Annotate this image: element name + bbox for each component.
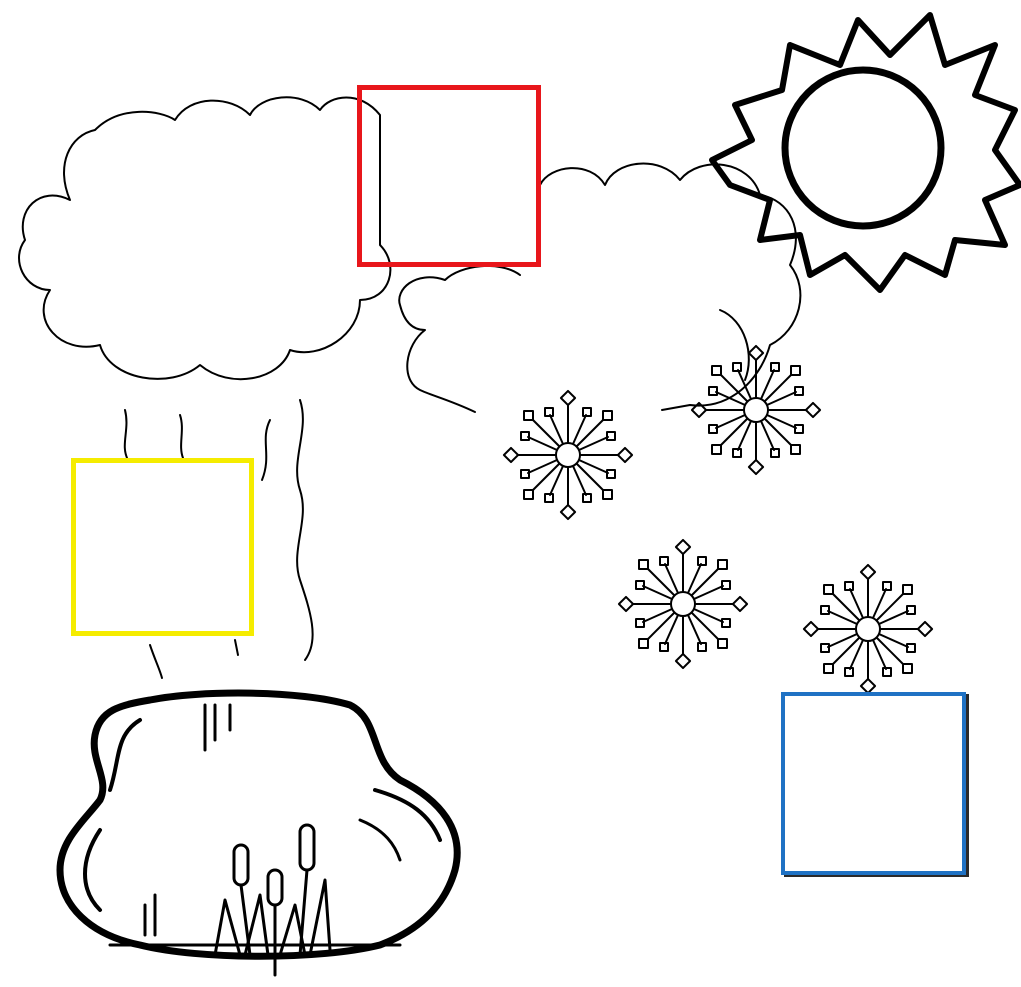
snowflake-icon	[504, 391, 632, 519]
answer-box-red[interactable]	[357, 85, 541, 267]
snowflake-icon	[619, 540, 747, 668]
snowflake-icon	[692, 346, 820, 474]
sun-icon	[712, 15, 1020, 290]
pond-icon	[60, 693, 457, 956]
cloud-icon	[19, 97, 390, 379]
answer-box-blue[interactable]	[781, 692, 966, 875]
answer-box-yellow[interactable]	[71, 458, 254, 636]
snowflake-icon	[804, 565, 932, 693]
